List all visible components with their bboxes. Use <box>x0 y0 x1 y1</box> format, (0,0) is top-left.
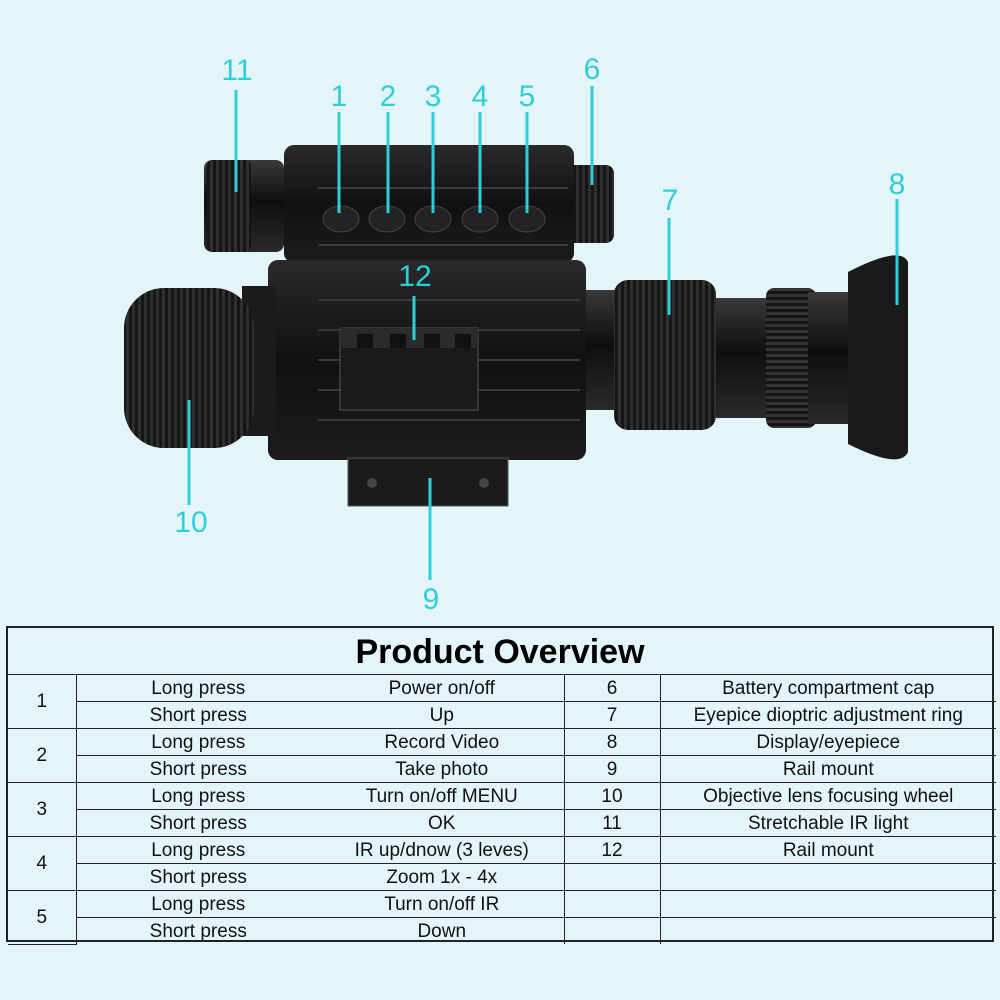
part-number-empty <box>563 917 661 944</box>
part-number: 7 <box>563 701 661 729</box>
table-row: 3 Long press Turn on/off MENU 10 Objecti… <box>8 782 996 837</box>
press-action: Record Video <box>320 728 565 756</box>
press-type: Short press <box>75 863 320 891</box>
callout-2: 2 <box>379 80 397 113</box>
press-action: IR up/dnow (3 leves) <box>320 836 565 864</box>
part-name: Battery compartment cap <box>659 675 996 702</box>
device-illustration: 11 1 2 3 4 5 6 7 8 12 10 9 <box>124 53 908 616</box>
press-type: Long press <box>75 675 320 702</box>
button-number: 4 <box>8 836 77 891</box>
part-name: Stretchable IR light <box>659 809 996 837</box>
callout-12: 12 <box>398 260 432 293</box>
part-number: 10 <box>563 782 661 810</box>
table-row: Short press Zoom 1x - 4x <box>8 863 996 891</box>
night-vision-scope-image <box>124 86 908 580</box>
press-type: Short press <box>75 809 320 837</box>
button-number: 2 <box>8 728 77 783</box>
press-action: Turn on/off IR <box>320 890 565 918</box>
part-name-empty <box>659 917 996 944</box>
callout-5: 5 <box>518 80 536 113</box>
part-number-empty <box>563 863 661 891</box>
table-row: 5 Long press Turn on/off IR <box>8 890 996 945</box>
part-number: 11 <box>563 809 661 837</box>
callout-6: 6 <box>583 53 601 86</box>
button-number: 1 <box>8 675 77 729</box>
part-name: Rail mount <box>659 755 996 783</box>
press-action: Zoom 1x - 4x <box>320 863 565 891</box>
press-action: Take photo <box>320 755 565 783</box>
part-name-empty <box>659 890 996 918</box>
press-type: Long press <box>75 836 320 864</box>
button-number: 3 <box>8 782 77 837</box>
callout-10: 10 <box>174 506 208 539</box>
callout-4: 4 <box>471 80 489 113</box>
press-type: Short press <box>75 755 320 783</box>
table-row: 4 Long press IR up/dnow (3 leves) 12 Rai… <box>8 836 996 891</box>
control-housing <box>284 145 574 263</box>
callout-7: 7 <box>661 184 679 217</box>
table-row: Short press Down <box>8 917 996 944</box>
press-action: Turn on/off MENU <box>320 782 565 810</box>
callout-1: 1 <box>330 80 348 113</box>
eyecup <box>848 255 908 460</box>
part-name-empty <box>659 863 996 891</box>
press-type: Long press <box>75 728 320 756</box>
specs-table: 1 Long press Power on/off 6 Battery comp… <box>8 675 996 945</box>
part-number: 8 <box>563 728 661 756</box>
press-type: Long press <box>75 782 320 810</box>
press-type: Short press <box>75 917 320 944</box>
part-number: 9 <box>563 755 661 783</box>
press-action: Down <box>320 917 565 944</box>
part-name: Eyepice dioptric adjustment ring <box>659 701 996 729</box>
press-action: Power on/off <box>320 675 565 702</box>
battery-cap <box>566 165 614 243</box>
diopter-ring <box>614 280 716 430</box>
press-type: Short press <box>75 701 320 729</box>
callout-9: 9 <box>422 583 440 616</box>
part-name: Objective lens focusing wheel <box>659 782 996 810</box>
press-type: Long press <box>75 890 320 918</box>
table-row: 2 Long press Record Video 8 Display/eyep… <box>8 728 996 783</box>
part-name: Rail mount <box>659 836 996 864</box>
callout-11: 11 <box>221 54 253 87</box>
overview-title: Product Overview <box>8 628 992 675</box>
ir-light-knurl <box>207 160 251 252</box>
part-number: 6 <box>563 675 661 702</box>
table-row: Short press Take photo 9 Rail mount <box>8 755 996 783</box>
press-action: Up <box>320 701 565 729</box>
part-number-empty <box>563 890 661 918</box>
table-row: 1 Long press Power on/off 6 Battery comp… <box>8 675 996 729</box>
objective-lens <box>124 288 254 448</box>
press-action: OK <box>320 809 565 837</box>
callout-lines <box>187 86 899 580</box>
part-name: Display/eyepiece <box>659 728 996 756</box>
table-row: Short press Up 7 Eyepice dioptric adjust… <box>8 701 996 729</box>
product-overview-table: Product Overview 1 Long press Power on/o… <box>6 626 996 945</box>
part-number: 12 <box>563 836 661 864</box>
callout-8: 8 <box>888 168 906 201</box>
button-number: 5 <box>8 890 77 945</box>
callout-3: 3 <box>424 80 442 113</box>
table-row: Short press OK 11 Stretchable IR light <box>8 809 996 837</box>
